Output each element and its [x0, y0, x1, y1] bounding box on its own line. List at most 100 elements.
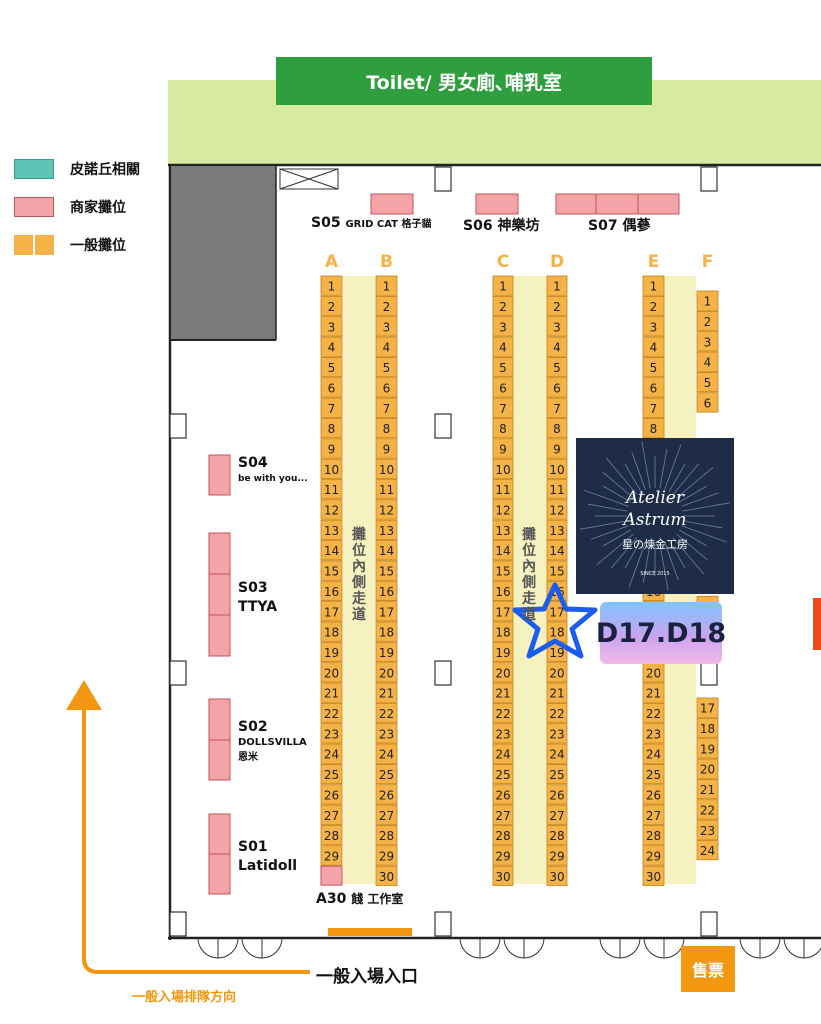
booth-a17: 17 — [320, 601, 343, 622]
sparkle-ray — [668, 540, 686, 569]
sparkle-ray — [642, 543, 651, 584]
row-letter-e: E — [648, 252, 660, 272]
logo-sub: 星の煉金工房 — [622, 538, 688, 551]
red-marker — [813, 598, 821, 650]
vendor-code: S06 — [463, 218, 493, 234]
booth-b5: 5 — [375, 356, 398, 378]
booth-d23: 23 — [546, 723, 568, 744]
booth-c8: 8 — [492, 418, 514, 439]
legend-swatch — [14, 159, 54, 179]
booth-b18: 18 — [375, 621, 398, 642]
vendor-label-a30: A30 餞 工作室 — [316, 890, 403, 907]
booth-a14: 14 — [320, 540, 343, 561]
booth-d3: 3 — [546, 316, 568, 337]
booth-d30: 30 — [546, 865, 568, 886]
booth-e5: 5 — [642, 356, 665, 378]
booth-number: 5 — [328, 361, 336, 375]
booth-d2: 2 — [546, 295, 568, 317]
booth-c2: 2 — [492, 295, 514, 317]
legend-swatch — [14, 235, 54, 255]
booth-number: 15 — [324, 565, 339, 579]
booth-number: 23 — [495, 727, 510, 741]
booth-number: 23 — [379, 727, 394, 741]
booth-f2: 2 — [696, 310, 719, 332]
booth-a16: 16 — [320, 580, 343, 602]
booth-b15: 15 — [375, 560, 398, 581]
booth-f18: 18 — [696, 717, 719, 739]
booth-number: 4 — [499, 341, 507, 355]
booth-number: 7 — [553, 402, 561, 416]
booth-a8: 8 — [320, 418, 343, 439]
door-icon — [739, 937, 781, 959]
booth-e4: 4 — [642, 336, 665, 357]
booth-b27: 27 — [375, 804, 398, 825]
booth-number: 25 — [495, 768, 510, 782]
booth-number: 14 — [324, 544, 339, 558]
booth-number: 8 — [650, 422, 658, 436]
booth-c18: 18 — [492, 621, 514, 642]
booth-e23: 23 — [642, 723, 665, 744]
booth-a1: 1 — [320, 275, 343, 296]
booth-c24: 24 — [492, 743, 514, 764]
sparkle-ray — [679, 485, 708, 503]
booth-number: 6 — [704, 396, 712, 410]
booth-a30 — [320, 865, 343, 886]
sparkle-ray — [682, 520, 723, 529]
booth-e3: 3 — [642, 316, 665, 337]
booth-e29: 29 — [642, 845, 665, 866]
logo-since: SINCE 2015 — [640, 571, 670, 577]
booth-number: 22 — [495, 707, 510, 721]
vendor-name: Latidoll — [238, 858, 298, 874]
booth-number: 16 — [495, 585, 510, 599]
booth-b28: 28 — [375, 825, 398, 846]
booth-f20: 20 — [696, 758, 719, 779]
vendor-booth-block — [595, 193, 639, 215]
booth-number: 29 — [379, 849, 394, 863]
booth-c13: 13 — [492, 519, 514, 540]
row-letter-a: A — [325, 252, 339, 272]
booth-number: 18 — [495, 626, 510, 640]
booth-number: 18 — [379, 626, 394, 640]
booth-a6: 6 — [320, 377, 343, 398]
door-icon — [197, 937, 239, 959]
booth-number: 3 — [650, 320, 658, 334]
highlight-booth-badge: D17.D18 — [596, 602, 726, 664]
booth-number: 2 — [553, 300, 561, 314]
door-icon — [643, 937, 685, 959]
sparkle-ray — [587, 503, 628, 512]
booth-number: 25 — [324, 768, 339, 782]
booth-b20: 20 — [375, 662, 398, 683]
booth-d29: 29 — [546, 845, 568, 866]
vendor-name: 神樂坊 — [497, 218, 540, 234]
pillars — [169, 166, 718, 937]
booth-e25: 25 — [642, 764, 665, 785]
booth-number: 2 — [383, 300, 391, 314]
booth-number: 9 — [499, 442, 507, 456]
booth-number: 12 — [495, 504, 510, 518]
booth-b26: 26 — [375, 784, 398, 805]
booth-b25: 25 — [375, 764, 398, 785]
vendor-booth-block — [208, 813, 231, 855]
booth-number: 6 — [383, 381, 391, 395]
row-letter-f: F — [702, 252, 714, 272]
booth-number: 19 — [495, 646, 510, 660]
booth-e27: 27 — [642, 804, 665, 825]
booth-c10: 10 — [492, 458, 514, 479]
booth-number: 17 — [379, 605, 394, 619]
booth-number: 22 — [324, 707, 339, 721]
booth-c7: 7 — [492, 397, 514, 418]
vendor-name: 偶蔘 — [622, 218, 651, 234]
booth-b10: 10 — [375, 458, 398, 479]
pillar — [700, 166, 718, 192]
highlight-star-icon — [512, 582, 598, 659]
booth-number: 15 — [495, 565, 510, 579]
booth-b29: 29 — [375, 845, 398, 866]
highlight-booth-label: D17.D18 — [595, 617, 727, 649]
booth-number: 29 — [646, 849, 661, 863]
booth-number: 5 — [499, 361, 507, 375]
queue-direction-label: 一般入場排隊方向 — [132, 990, 237, 1005]
legend-item-general: 一般攤位 — [14, 235, 126, 255]
booth-d24: 24 — [546, 743, 568, 764]
booth-number: 3 — [328, 320, 336, 334]
booth-c29: 29 — [492, 845, 514, 866]
